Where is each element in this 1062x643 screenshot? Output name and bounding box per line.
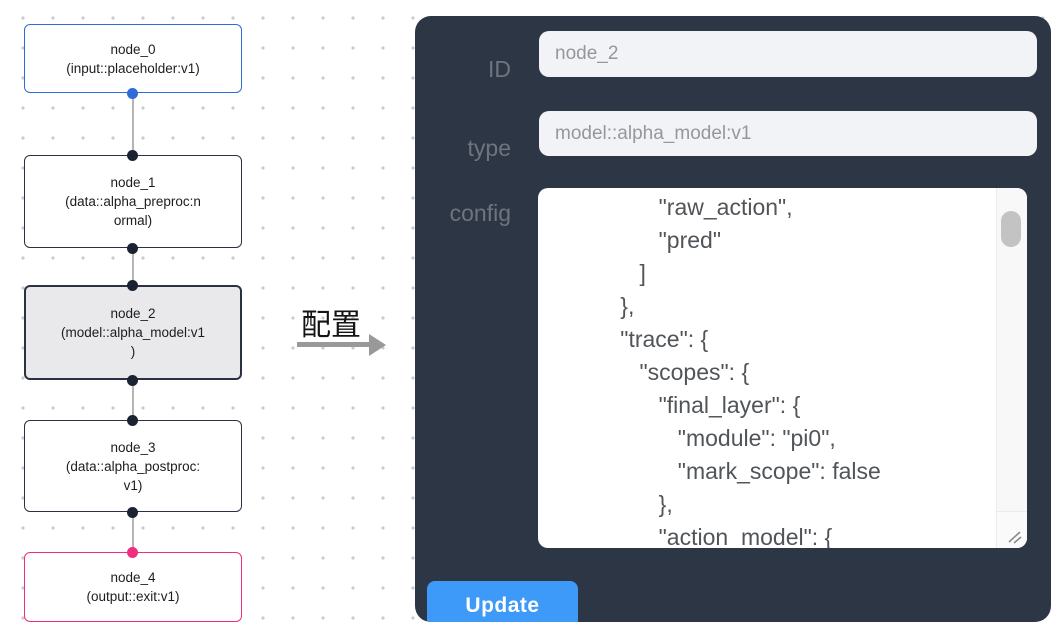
textarea-corner <box>996 511 1027 548</box>
flow-node-node_0[interactable]: node_0 (input::placeholder:v1) <box>24 24 242 93</box>
scrollbar-track[interactable] <box>996 188 1027 512</box>
node-subtitle: (data::alpha_postproc: <box>65 458 201 474</box>
port-node2-in[interactable] <box>127 279 138 291</box>
flow-node-node_4[interactable]: node_4 (output::exit:v1) <box>24 552 242 622</box>
resize-handle-icon[interactable] <box>1005 526 1025 546</box>
config-field-label: config <box>449 200 511 226</box>
port-node3-in[interactable] <box>127 414 138 426</box>
transition-label: 配置 <box>301 309 361 342</box>
node-subtitle: v1) <box>123 477 143 493</box>
node-title: node_4 <box>110 570 156 585</box>
node-title: node_2 <box>110 306 156 321</box>
port-node2-out[interactable] <box>127 374 138 386</box>
node-subtitle: (model::alpha_model:v1 <box>60 325 206 340</box>
edge-node3-node4 <box>132 512 134 552</box>
config-textarea[interactable]: "raw_action", "pred" ] }, "trace": { "sc… <box>538 188 1027 548</box>
node-subtitle: ormal) <box>113 213 153 228</box>
edge-node1-node2 <box>132 248 134 285</box>
node-title: node_3 <box>110 439 156 455</box>
edge-node2-node3 <box>132 380 134 420</box>
config-panel: ID type config "raw_action", "pred" ] },… <box>415 16 1051 622</box>
port-node1-in[interactable] <box>127 149 138 161</box>
port-node3-out[interactable] <box>127 506 138 518</box>
edge-node0-node1 <box>132 93 134 155</box>
node-subtitle: ) <box>130 344 136 359</box>
arrow-right-icon <box>369 334 386 356</box>
flow-node-node_2[interactable]: node_2 (model::alpha_model:v1 ) <box>24 285 242 380</box>
flow-node-node_3[interactable]: node_3 (data::alpha_postproc: v1) <box>24 420 242 512</box>
config-json-text: "raw_action", "pred" ] }, "trace": { "sc… <box>620 194 881 548</box>
node-subtitle: (output::exit:v1) <box>86 589 180 604</box>
type-field-label: type <box>467 135 511 161</box>
port-node4-in[interactable] <box>127 546 138 558</box>
flow-node-node_1[interactable]: node_1 (data::alpha_preproc:n ormal) <box>24 155 242 248</box>
id-input[interactable] <box>539 31 1037 77</box>
port-node1-out[interactable] <box>127 242 138 254</box>
node-subtitle: (input::placeholder:v1) <box>66 60 200 76</box>
update-button[interactable]: Update <box>427 581 578 622</box>
type-input[interactable] <box>539 111 1037 156</box>
node-title: node_0 <box>110 41 156 57</box>
id-field-label: ID <box>488 56 511 82</box>
node-subtitle: (data::alpha_preproc:n <box>65 194 201 209</box>
arrow-right-icon <box>297 342 372 347</box>
port-node0-out[interactable] <box>127 87 138 99</box>
scrollbar-thumb[interactable] <box>1001 211 1021 247</box>
node-title: node_1 <box>110 175 156 190</box>
